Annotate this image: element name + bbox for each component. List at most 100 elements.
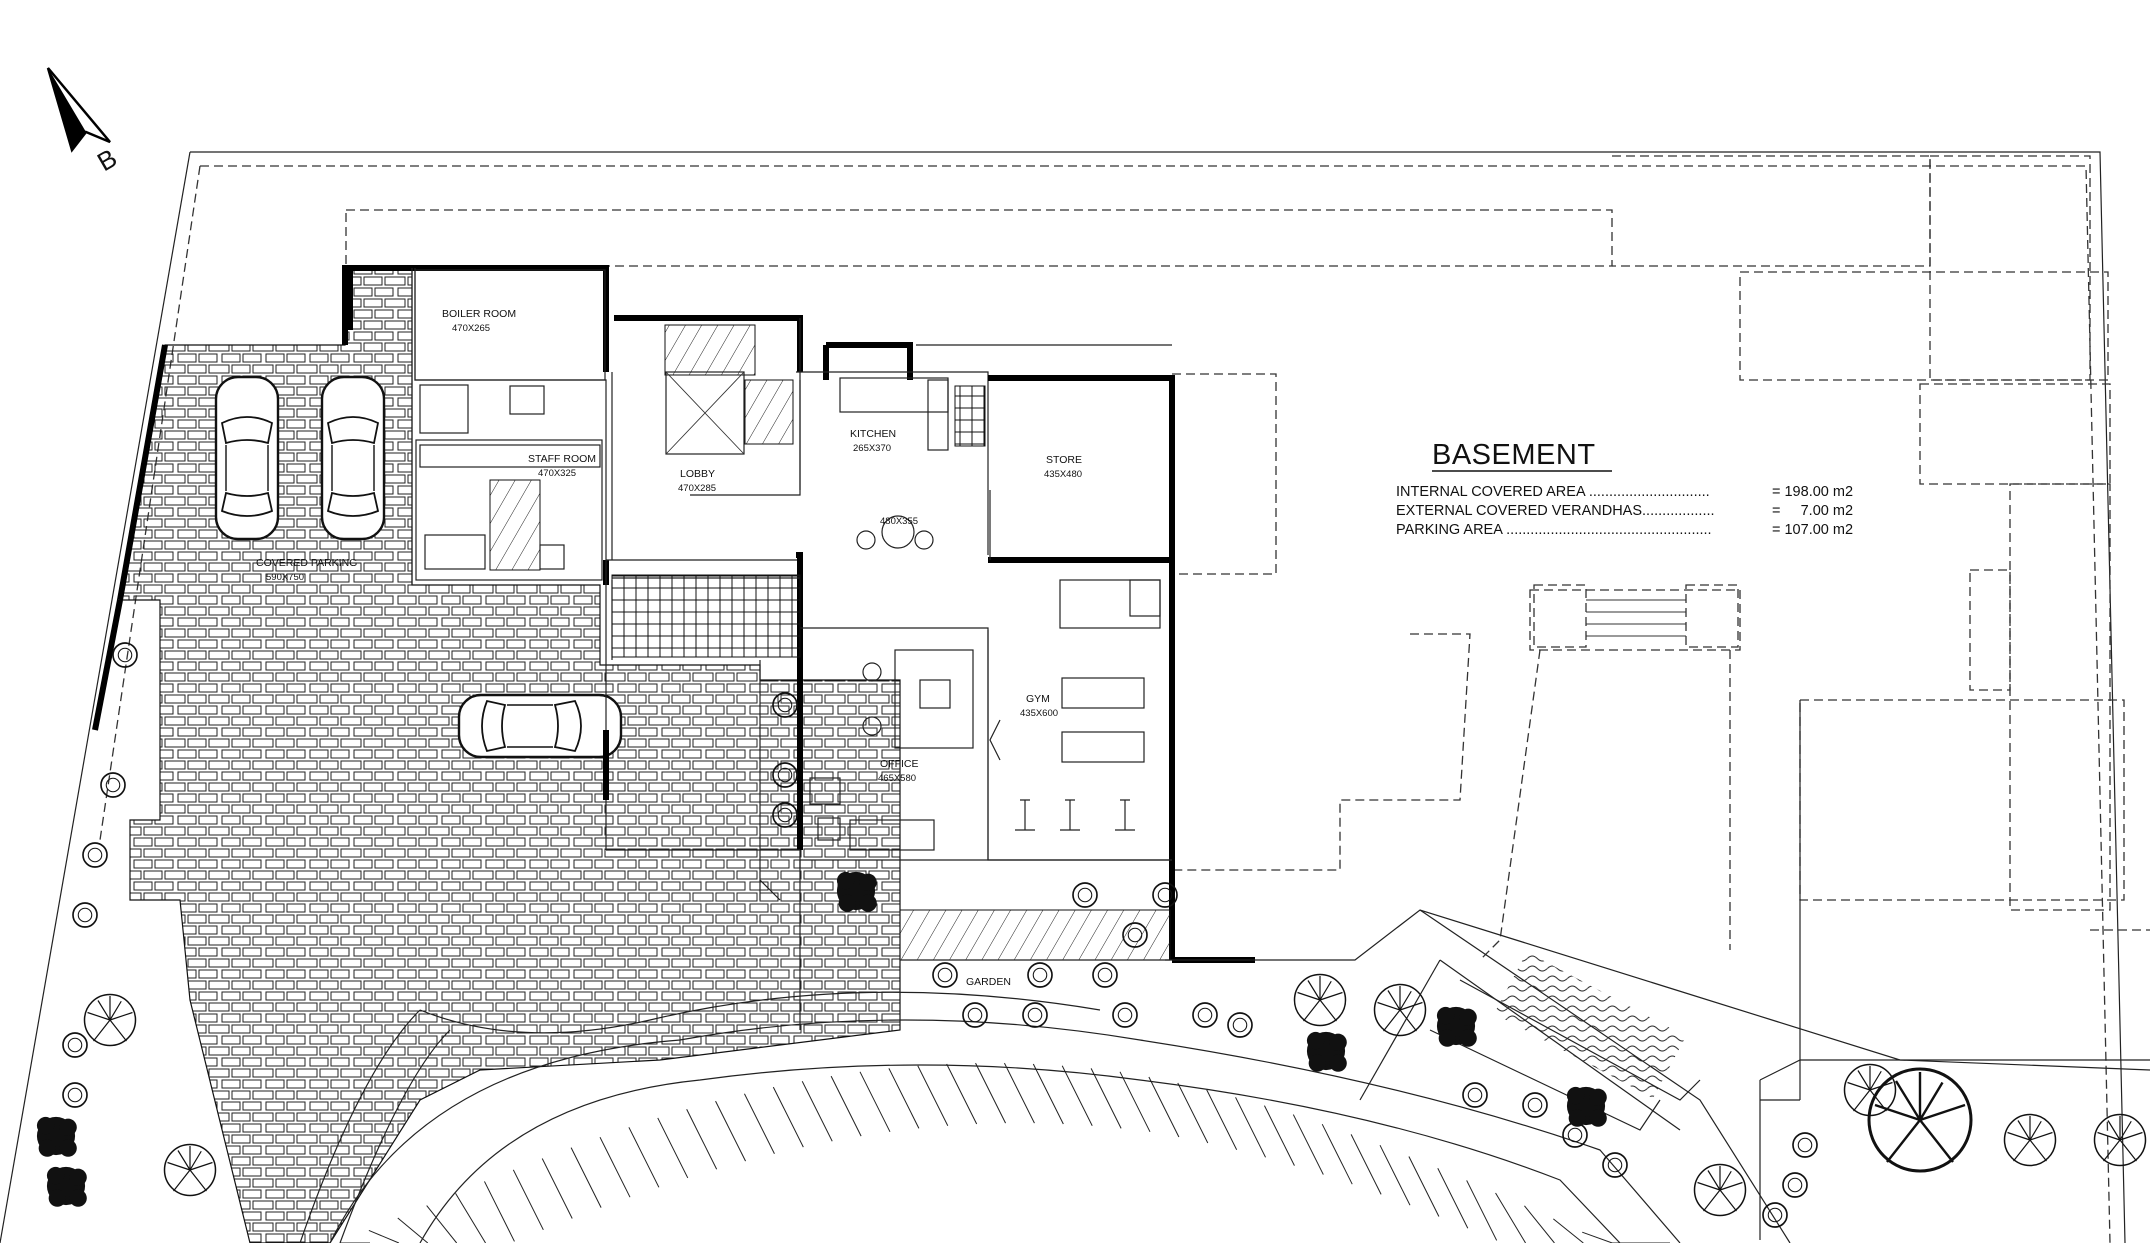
driveway-stripe	[1350, 1134, 1382, 1195]
garden-area	[759, 860, 1171, 1030]
driveway-stripe	[1003, 1062, 1035, 1124]
dark-tree-icon	[1436, 1006, 1477, 1047]
area-row-value: = 7.00 m2	[1772, 503, 1853, 519]
driveway-stripe	[1466, 1180, 1498, 1241]
service-rooms	[414, 269, 606, 581]
office-label: OFFICE	[880, 758, 919, 770]
car-icon	[320, 375, 386, 541]
dark-tree-icon	[1566, 1086, 1607, 1127]
upper-floor-outline	[345, 155, 2150, 1101]
driveway-stripe	[483, 1181, 515, 1242]
driveway-stripe	[570, 1147, 602, 1208]
area-row-label: EXTERNAL COVERED VERANDHAS..............…	[1396, 503, 1715, 519]
lounge-size: 480X355	[880, 516, 918, 527]
shrub-icon	[1022, 1002, 1048, 1028]
staircase	[611, 324, 801, 658]
driveway-stripe	[888, 1068, 920, 1129]
driveway-stripe	[1177, 1082, 1209, 1144]
shrub-icon	[1027, 962, 1053, 988]
boiler-room-label: BOILER ROOM	[442, 308, 516, 320]
shrub-icon	[62, 1032, 88, 1058]
tree-icon	[1867, 1067, 1973, 1173]
tree-icon	[1373, 983, 1427, 1037]
tree-icon	[83, 993, 137, 1047]
driveway-stripe	[1321, 1123, 1353, 1185]
staff-room-size: 470X325	[538, 468, 576, 479]
north-arrow-icon: B	[46, 67, 122, 178]
shrub-icon	[82, 842, 108, 868]
driveway-ticks	[340, 1062, 1670, 1243]
driveway-stripe	[946, 1063, 978, 1125]
tree-icon	[1693, 1163, 1747, 1217]
driveway-stripe	[1235, 1097, 1267, 1158]
driveway-stripe	[1090, 1068, 1122, 1129]
terrace-strips	[1165, 909, 2151, 1243]
shrub-icon	[1522, 1092, 1548, 1118]
driveway-stripe	[1061, 1065, 1093, 1126]
gym-label: GYM	[1026, 693, 1050, 705]
tree-icon	[2093, 1113, 2147, 1167]
tree-icon	[1293, 973, 1347, 1027]
tree-icon	[163, 1143, 217, 1197]
store-label: STORE	[1046, 454, 1082, 466]
shrub-icon	[62, 1082, 88, 1108]
north-arrow-letter: B	[92, 143, 122, 178]
parking-label: COVERED PARKING	[256, 557, 357, 569]
area-row-label: INTERNAL COVERED AREA ..................…	[1396, 484, 1710, 500]
car-icon	[214, 375, 280, 541]
kitchen-size: 265X370	[853, 443, 891, 454]
driveway-stripe	[1263, 1105, 1295, 1166]
driveway-stripe	[512, 1169, 544, 1231]
sheet-title: BASEMENT	[1432, 439, 1596, 471]
area-schedule: BASEMENT INTERNAL COVERED AREA .........…	[1396, 439, 1853, 538]
shrub-icon	[1562, 1122, 1588, 1148]
driveway-stripe	[917, 1065, 949, 1126]
driveway-stripe	[772, 1086, 804, 1148]
shrub-icon	[1227, 1012, 1253, 1038]
driveway-stripe	[715, 1100, 747, 1162]
tree-icon	[2003, 1113, 2057, 1167]
shrub-icon	[1192, 1002, 1218, 1028]
lobby-size: 470X285	[678, 483, 716, 494]
driveway-stripe	[541, 1158, 573, 1219]
shrub-icon	[1462, 1082, 1488, 1108]
driveway-stripe	[1582, 1231, 1613, 1243]
dark-tree-icon	[46, 1166, 87, 1207]
driveway-stripe	[1148, 1076, 1180, 1138]
driveway-stripe	[657, 1117, 689, 1179]
driveway-stripe	[1524, 1205, 1555, 1243]
shrub-icon	[72, 902, 98, 928]
garden-label: GARDEN	[966, 976, 1011, 988]
driveway-stripe	[455, 1193, 486, 1243]
room-labels: BOILER ROOM 470X265 STAFF ROOM 470X325 L…	[256, 308, 1082, 988]
kitchen-label: KITCHEN	[850, 428, 896, 440]
plot-boundary	[0, 151, 2126, 1243]
shrub-icon	[1072, 882, 1098, 908]
dark-tree-icon	[36, 1116, 77, 1157]
lobby-label: LOBBY	[680, 468, 715, 480]
staff-room-label: STAFF ROOM	[528, 453, 596, 465]
area-row-label: PARKING AREA ...........................…	[1396, 522, 1712, 538]
shrub-icon	[962, 1002, 988, 1028]
driveway-stripe	[743, 1093, 775, 1154]
shrub-icon	[1792, 1132, 1818, 1158]
area-row-value: = 107.00 m2	[1772, 522, 1853, 538]
area-row-value: = 198.00 m2	[1772, 484, 1853, 500]
dark-tree-icon	[1306, 1031, 1347, 1072]
driveway-stripe	[801, 1080, 833, 1142]
driveway-stripe	[1292, 1114, 1324, 1175]
driveway-stripe	[426, 1205, 458, 1243]
car-icon	[457, 693, 623, 759]
driveway-stripe	[599, 1136, 631, 1198]
dark-tree-icon	[836, 871, 877, 912]
driveway-stripe	[1379, 1144, 1411, 1206]
office-size: 465X580	[878, 773, 916, 784]
driveway-stripe	[1495, 1192, 1526, 1243]
driveway-stripe	[397, 1217, 429, 1243]
shrub-icon	[112, 642, 138, 668]
driveway-stripe	[1032, 1063, 1064, 1125]
driveway-stripe	[1119, 1071, 1151, 1133]
shrub-icon	[1112, 1002, 1138, 1028]
driveway-stripe	[975, 1062, 1007, 1124]
